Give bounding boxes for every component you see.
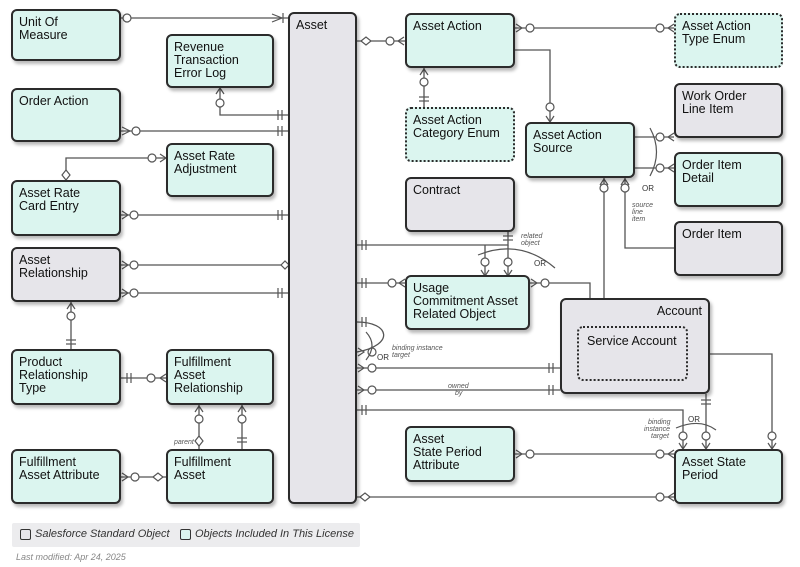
line-aas-oi (624, 178, 674, 249)
entity-unit-of-measure[interactable]: Unit Of Measure (11, 9, 121, 61)
entity-asset-state-period-attribute[interactable]: Asset State Period Attribute (405, 426, 515, 482)
entity-order-action[interactable]: Order Action (11, 88, 121, 142)
line-aa-aas (515, 49, 551, 122)
legend-licensed-swatch (180, 529, 191, 540)
entity-usage-commitment-asset-related-object[interactable]: Usage Commitment Asset Related Object (405, 275, 530, 330)
or-arc-asset-account (365, 331, 373, 361)
or-arc-ucaro (477, 248, 556, 269)
entity-asset-action-type-enum[interactable]: Asset Action Type Enum (674, 13, 783, 68)
entity-contract[interactable]: Contract (405, 177, 515, 232)
or-label-4: OR (688, 415, 700, 424)
entity-fulfillment-asset-relationship[interactable]: Fulfillment Asset Relationship (166, 349, 274, 405)
entity-fulfillment-asset[interactable]: Fulfillment Asset (166, 449, 274, 504)
entity-order-item-detail[interactable]: Order Item Detail (674, 152, 783, 207)
entity-asset-relationship[interactable]: Asset Relationship (11, 247, 121, 302)
entity-asset[interactable]: Asset (288, 12, 357, 504)
legend-standard-label: Salesforce Standard Object (35, 528, 170, 540)
line-sa-asp (688, 353, 773, 449)
entity-revenue-transaction-error-log[interactable]: Revenue Transaction Error Log (166, 34, 274, 88)
or-label-2: OR (534, 259, 546, 268)
entity-asset-action[interactable]: Asset Action (405, 13, 515, 68)
line-rtel-asset (219, 88, 288, 116)
entity-product-relationship-type[interactable]: Product Relationship Type (11, 349, 121, 405)
entity-asset-state-period[interactable]: Asset State Period (674, 449, 783, 504)
legend-licensed-label: Objects Included In This License (195, 528, 354, 540)
or-arc-aas (649, 127, 658, 177)
or-label-3: OR (377, 353, 389, 362)
label-parent: parent (173, 439, 195, 446)
entity-service-account[interactable]: Service Account (577, 326, 688, 381)
legend: Salesforce Standard Object Objects Inclu… (12, 523, 360, 547)
legend-standard-swatch (20, 529, 31, 540)
entity-asset-action-category-enum[interactable]: Asset Action Category Enum (405, 107, 515, 162)
entity-asset-action-source[interactable]: Asset Action Source (525, 122, 635, 178)
entity-asset-rate-adjustment[interactable]: Asset Rate Adjustment (166, 143, 274, 197)
last-modified: Last modified: Apr 24, 2025 (16, 552, 126, 562)
or-arc-asp (675, 422, 717, 431)
entity-work-order-line-item[interactable]: Work Order Line Item (674, 83, 783, 138)
entity-asset-rate-card-entry[interactable]: Asset Rate Card Entry (11, 180, 121, 236)
or-label-1: OR (642, 184, 654, 193)
entity-order-item[interactable]: Order Item (674, 221, 783, 276)
entity-fulfillment-asset-attribute[interactable]: Fulfillment Asset Attribute (11, 449, 121, 504)
